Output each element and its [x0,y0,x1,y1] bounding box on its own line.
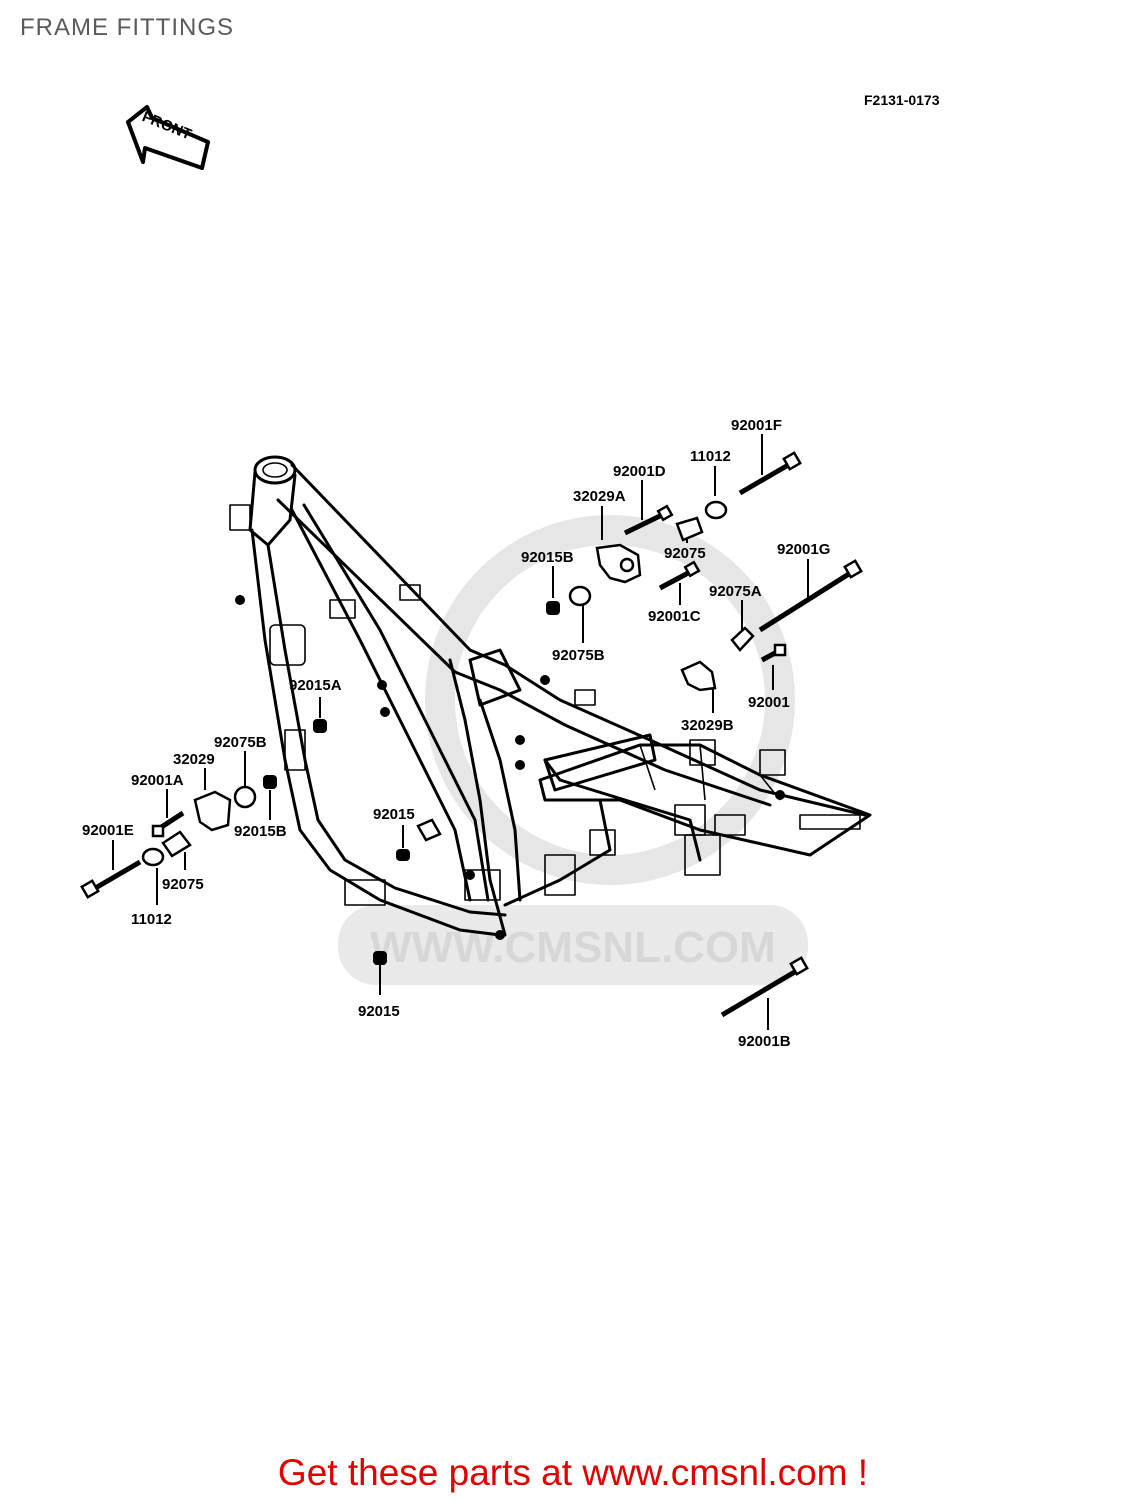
bracket-32029B [680,660,717,692]
bushing-92075-upper [675,516,704,542]
bolt-92001B [720,956,809,1018]
promo-banner-link[interactable]: Get these parts at www.cmsnl.com ! [277,1452,869,1493]
label-92015B-lower: 92015B [234,823,287,840]
bolt-92001E [80,859,142,899]
label-92075B-lower: 92075B [214,734,267,751]
bushing-92075A [730,626,755,652]
bolt-92001A [151,810,185,838]
bolt-92001D [623,504,674,536]
label-92001F: 92001F [731,417,782,434]
label-32029: 32029 [173,751,215,768]
bracket-32029 [193,790,232,832]
label-92015-bottom: 92015 [358,1003,400,1020]
bushing-92075B-upper [568,585,592,607]
collar-11012-upper [704,500,728,520]
bushing-92075-lower [161,830,192,858]
frame-illustration [229,455,872,940]
label-11012-lower: 11012 [131,911,172,928]
label-92015A: 92015A [289,677,342,694]
label-92001A: 92001A [131,772,184,789]
nut-92015-mid [396,849,410,861]
frame-fittings-diagram: WWW.CMSNL.COM FRONT [80,105,872,1050]
bolt-92001C [658,560,701,591]
label-92075A: 92075A [709,583,762,600]
bracket-32029A [595,543,642,584]
watermark: WWW.CMSNL.COM [338,515,808,985]
bolt-92001F [738,451,802,496]
part-callouts: 92001F 11012 92001D 32029A 92075 92001G [80,417,863,1050]
label-92075-upper: 92075 [664,545,706,562]
diagram-code: F2131-0173 [864,92,940,108]
label-92015B-upper: 92015B [521,549,574,566]
collar-11012-lower [141,847,165,867]
nut-92015B-lower [263,775,277,789]
label-92001E: 92001E [82,822,134,839]
bolt-92001G [758,559,863,633]
label-92015-mid: 92015 [373,806,415,823]
label-92001: 92001 [748,694,790,711]
label-92075-lower: 92075 [162,876,204,893]
label-92075B-upper: 92075B [552,647,605,664]
front-arrow-icon: FRONT [126,105,210,170]
label-92001D: 92001D [613,463,666,480]
label-92001B: 92001B [738,1033,791,1050]
nut-92015B-upper [546,601,560,615]
nut-92015A [313,719,327,733]
label-92001G: 92001G [777,541,830,558]
label-32029B: 32029B [681,717,734,734]
bolt-92001 [760,643,787,663]
spacer-mid [416,818,442,842]
label-92001C: 92001C [648,608,701,625]
label-32029A: 32029A [573,488,626,505]
label-11012-upper: 11012 [690,448,731,465]
nut-92015-bottom [373,951,387,965]
page-title: FRAME FITTINGS [20,14,234,41]
bushing-92075B-lower [233,785,257,809]
watermark-text: WWW.CMSNL.COM [370,923,776,972]
